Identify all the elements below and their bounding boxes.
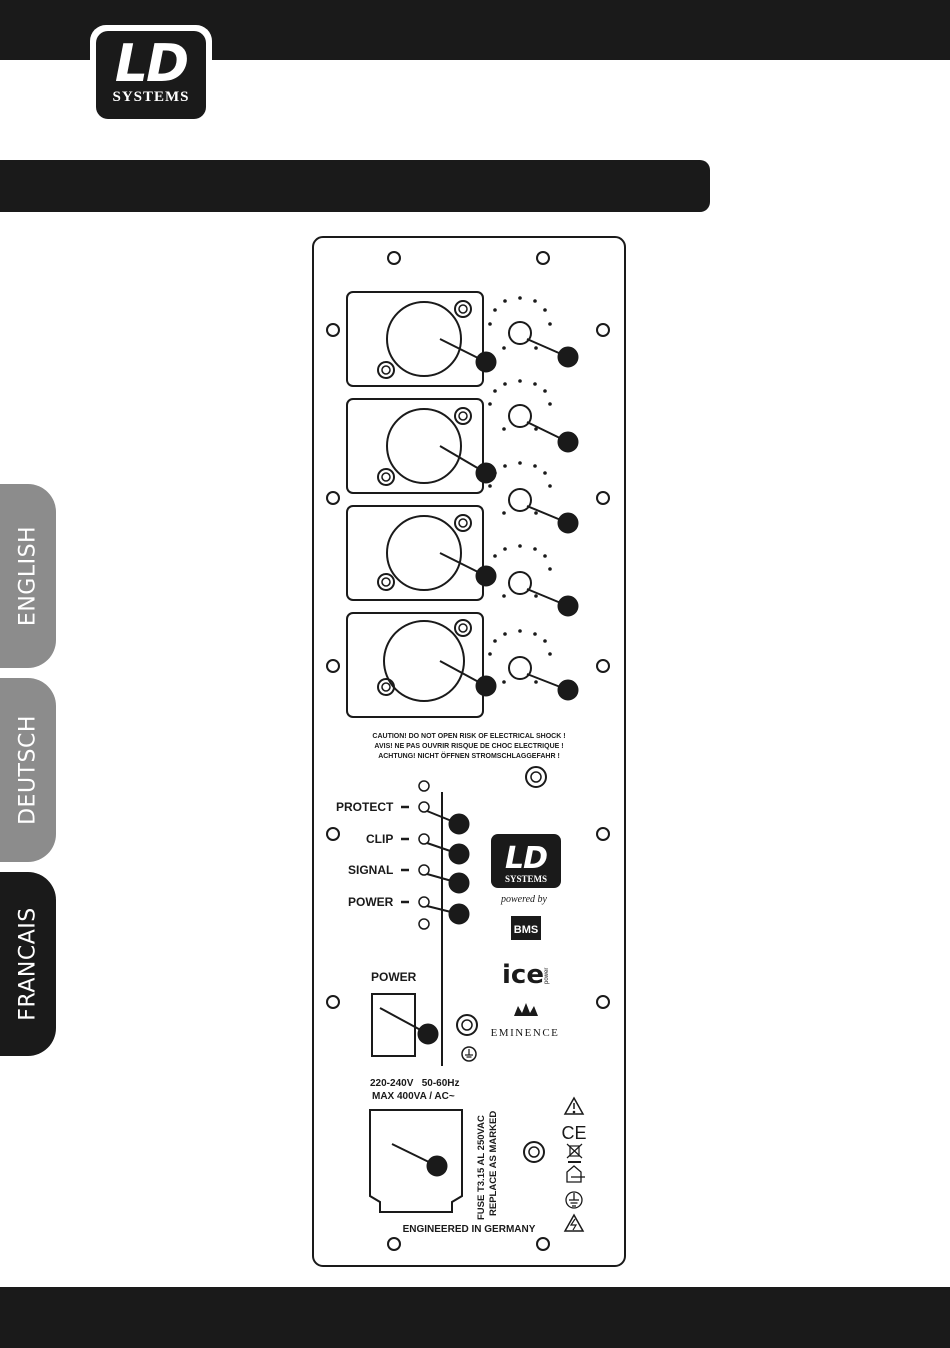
ground-symbol-icon [565,1191,583,1209]
volume-knob-5 [488,629,579,701]
shock-hazard-icon [563,1213,585,1232]
panel-outline [312,236,626,1267]
xlr-input-3 [346,505,497,601]
powered-by-text: powered by [500,894,548,905]
volume-knob-3 [488,461,579,534]
caution-line-fr: AVIS! NE PAS OUVRIR RISQUE DE CHOC ELECT… [374,743,563,750]
eminence-logo: EMINENCE [491,1003,560,1039]
engineered-in-germany: ENGINEERED IN GERMANY [403,1224,536,1235]
ld-systems-logo: LD SYSTEMS [90,25,212,125]
xlr-input-4 [346,612,497,718]
power-switch-label: POWER [371,970,417,984]
logo-word: SYSTEMS [112,89,190,105]
tab-english-label: ENGLISH [15,525,41,627]
led-protect-label: PROTECT [336,800,394,814]
panel-logo-word: SYSTEMS [505,874,547,884]
led-protect: PROTECT [336,800,470,835]
tab-english[interactable]: ENGLISH [0,484,56,668]
section-header-bar [0,160,710,212]
fuse-replace-text: REPLACE AS MARKED [488,1111,499,1216]
indoor-use-icon [566,1165,585,1183]
weee-bin-icon [566,1143,583,1163]
caution-line-de: ACHTUNG! NICHT ÖFFNEN STROMSCHLAGGEFAHR … [378,751,560,760]
fuse-rating-text: FUSE T3.15 AL 250VAC [476,1115,487,1220]
volume-knob-1 [488,296,579,368]
panel-logo-letters: LD [505,841,547,876]
tab-francais[interactable]: FRANCAIS [0,872,56,1056]
led-clip: CLIP [366,832,470,865]
voltage-line-2: MAX 400VA / AC~ [372,1091,455,1102]
led-signal-label: SIGNAL [348,863,393,877]
volume-knob-4 [488,544,579,617]
tab-deutsch-label: DEUTSCH [15,715,41,825]
fuse-holder [523,1141,545,1163]
bottom-bar [0,1287,950,1348]
panel-jack-upper [525,766,547,788]
voltage-line-1: 220-240V 50-60Hz [370,1078,460,1089]
rear-panel-diagram: CAUTION! DO NOT OPEN RISK OF ELECTRICAL … [312,236,626,1267]
warning-triangle-icon [563,1096,585,1115]
led-power: POWER [348,895,470,925]
ground-jack [456,1014,478,1062]
volume-knob-2 [488,379,579,453]
svg-text:EMINENCE: EMINENCE [491,1027,560,1039]
mounting-screws [326,251,610,1251]
svg-text:ice: ice [502,960,544,990]
ice-power-logo: ice power [502,960,550,990]
xlr-input-2 [346,398,497,494]
xlr-input-1 [346,291,497,387]
led-signal: SIGNAL [348,863,470,894]
power-inlet [369,1109,463,1213]
caution-line-en: CAUTION! DO NOT OPEN RISK OF ELECTRICAL … [372,733,565,740]
panel-ld-logo: LD SYSTEMS [491,834,561,888]
tab-francais-label: FRANCAIS [15,907,41,1021]
led-power-label: POWER [348,895,394,909]
logo-letters: LD [114,34,189,94]
tab-deutsch[interactable]: DEUTSCH [0,678,56,862]
power-switch [371,993,439,1057]
svg-text:BMS: BMS [514,924,538,936]
svg-text:power: power [544,968,550,984]
bms-logo: BMS [511,916,541,940]
led-clip-label: CLIP [366,832,393,846]
ce-mark-icon: CE [561,1123,586,1143]
